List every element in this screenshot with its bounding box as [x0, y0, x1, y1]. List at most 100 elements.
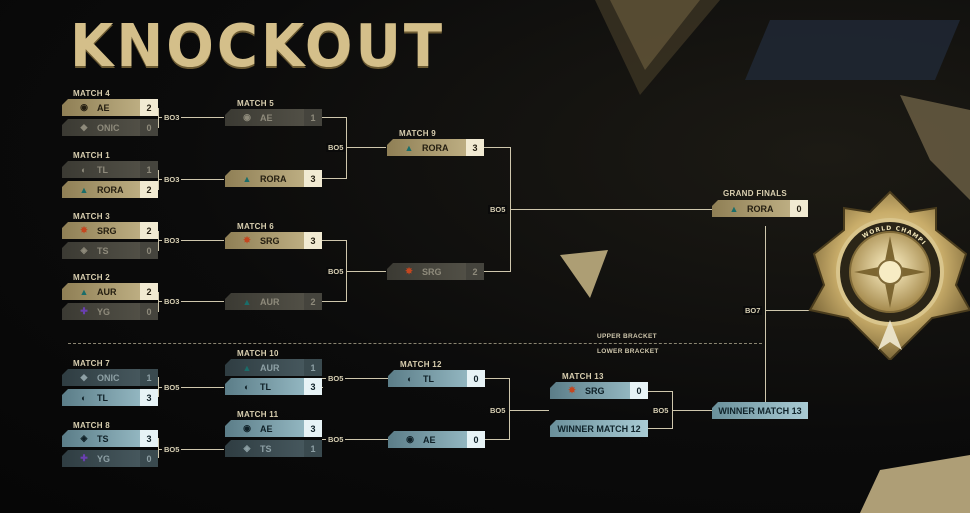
team-name: SRG	[97, 225, 117, 236]
series-tag: BO3	[162, 113, 182, 122]
team-name: WINNER MATCH 13	[718, 405, 802, 416]
team-slot[interactable]: ◈ TS 0	[62, 242, 158, 259]
team-slot[interactable]: ◐ TL 1	[62, 161, 158, 178]
team-slot[interactable]: WINNER MATCH 13	[712, 402, 808, 419]
team-slot[interactable]: ◆ ONIC 1	[62, 369, 158, 386]
team-score: 2	[304, 293, 322, 310]
team-slot[interactable]: ✸ SRG 0	[550, 382, 648, 399]
team-score: 3	[466, 139, 484, 156]
team-score: 1	[140, 161, 158, 178]
team-slot[interactable]: ▲ RORA 2	[62, 181, 158, 198]
team-name: TL	[97, 164, 108, 175]
team-name: AE	[260, 112, 273, 123]
match-label: MATCH 11	[237, 410, 279, 419]
onic-logo-icon: ◆	[80, 122, 88, 132]
series-tag: BO5	[488, 205, 508, 214]
team-slot[interactable]: ✸ SRG 2	[387, 263, 484, 280]
team-name: TL	[260, 381, 271, 392]
team-name: ONIC	[97, 122, 120, 133]
match-label: MATCH 2	[73, 273, 111, 282]
yg-logo-icon: ✚	[80, 453, 88, 463]
rora-logo-icon: ▲	[79, 184, 89, 195]
team-score: 3	[140, 430, 158, 447]
team-name: RORA	[422, 142, 449, 153]
team-score: 2	[140, 99, 158, 116]
upper-bracket-label: UPPER BRACKET	[597, 333, 657, 340]
team-score: 3	[304, 420, 322, 437]
page-title: KNOCKOUT	[70, 12, 446, 81]
aur-logo-icon: ▲	[242, 362, 252, 373]
team-slot[interactable]: ◉ AE 3	[225, 420, 322, 437]
ts-logo-icon: ◈	[243, 443, 251, 453]
team-score: 2	[140, 222, 158, 239]
team-slot[interactable]: ▲ RORA 3	[225, 170, 322, 187]
team-slot[interactable]: WINNER MATCH 12	[550, 420, 648, 437]
team-slot[interactable]: ◈ TS 1	[225, 440, 322, 457]
team-name: TS	[97, 433, 109, 444]
team-slot[interactable]: ▲ AUR 2	[62, 283, 158, 300]
team-slot[interactable]: ▲ AUR 2	[225, 293, 322, 310]
team-name: SRG	[260, 235, 280, 246]
team-name: AUR	[260, 362, 280, 373]
team-score: 0	[140, 450, 158, 467]
yg-logo-icon: ✚	[80, 306, 88, 316]
team-name: YG	[97, 453, 111, 464]
rora-logo-icon: ▲	[729, 203, 739, 214]
team-slot[interactable]: ◐ TL 0	[388, 370, 485, 387]
team-score: 0	[467, 431, 485, 448]
team-score: 3	[140, 389, 158, 406]
bracket-divider	[68, 343, 762, 344]
team-slot[interactable]: ▲ RORA 0	[712, 200, 808, 217]
team-slot[interactable]: ✚ YG 0	[62, 303, 158, 320]
team-name: RORA	[260, 173, 287, 184]
srg-logo-icon: ✸	[243, 235, 251, 245]
ae-logo-icon: ◉	[243, 112, 251, 122]
team-name: AE	[97, 102, 110, 113]
team-slot[interactable]: ◆ ONIC 0	[62, 119, 158, 136]
srg-logo-icon: ✸	[568, 385, 576, 395]
team-slot[interactable]: ▲ RORA 3	[387, 139, 484, 156]
team-slot[interactable]: ✸ SRG 2	[62, 222, 158, 239]
team-slot[interactable]: ◉ AE 1	[225, 109, 322, 126]
ts-logo-icon: ◈	[80, 245, 88, 255]
match-label: MATCH 5	[237, 99, 275, 108]
team-score: 0	[140, 242, 158, 259]
series-tag: BO5	[488, 406, 508, 415]
team-score: 1	[140, 369, 158, 386]
team-name: AE	[423, 434, 436, 445]
team-name: TS	[260, 443, 272, 454]
tl-logo-icon: ◐	[81, 392, 87, 403]
lower-bracket-label: LOWER BRACKET	[597, 348, 659, 355]
team-slot[interactable]: ▲ AUR 1	[225, 359, 322, 376]
match-label: GRAND FINALS	[723, 189, 788, 198]
team-slot[interactable]: ◉ AE 2	[62, 99, 158, 116]
team-slot[interactable]: ◉ AE 0	[388, 431, 485, 448]
team-score: 3	[304, 378, 322, 395]
ae-logo-icon: ◉	[80, 102, 88, 112]
rora-logo-icon: ▲	[242, 173, 252, 184]
team-name: SRG	[422, 266, 442, 277]
series-tag: BO5	[162, 383, 182, 392]
match-label: MATCH 3	[73, 212, 111, 221]
team-slot[interactable]: ◐ TL 3	[225, 378, 322, 395]
srg-logo-icon: ✸	[405, 266, 413, 276]
team-score: 0	[790, 200, 808, 217]
team-slot[interactable]: ◐ TL 3	[62, 389, 158, 406]
match-label: MATCH 12	[400, 360, 442, 369]
series-tag: BO3	[162, 297, 182, 306]
team-slot[interactable]: ✚ YG 0	[62, 450, 158, 467]
series-tag: BO5	[651, 406, 671, 415]
match-label: MATCH 10	[237, 349, 279, 358]
team-score: 2	[140, 283, 158, 300]
series-tag: BO5	[326, 143, 346, 152]
series-tag: BO5	[326, 435, 346, 444]
team-name: TL	[97, 392, 108, 403]
team-name: SRG	[585, 385, 605, 396]
series-tag: BO5	[326, 267, 346, 276]
series-tag: BO3	[162, 175, 182, 184]
team-slot[interactable]: ✸ SRG 3	[225, 232, 322, 249]
team-name: AUR	[97, 286, 117, 297]
team-slot[interactable]: ◈ TS 3	[62, 430, 158, 447]
tl-logo-icon: ◐	[81, 164, 87, 175]
